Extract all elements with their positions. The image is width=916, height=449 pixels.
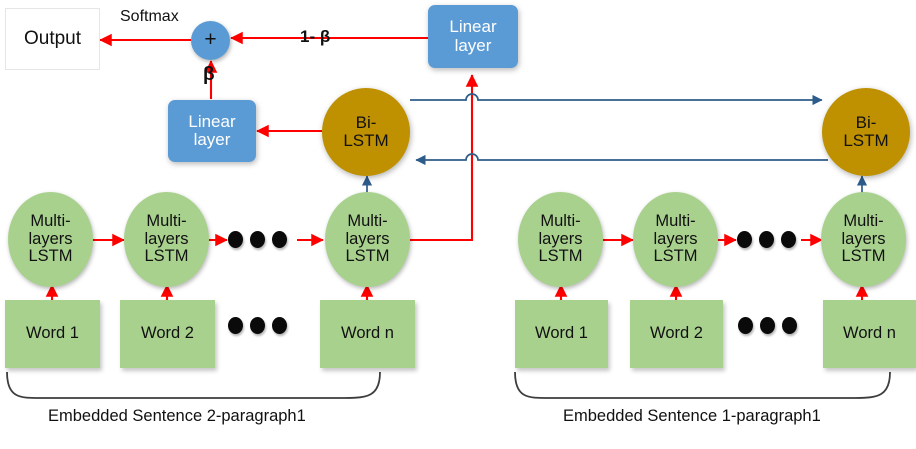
lstm-cell-left-2[interactable]: Multi- layers LSTM [124, 192, 209, 287]
linear-layer-left[interactable]: Linear layer [168, 100, 256, 162]
bilstm-left-line1: Bi- [355, 112, 377, 132]
lstm-cell-line2: layers [345, 229, 390, 248]
lstm-cell-line1: Multi- [30, 211, 71, 230]
ellipsis-dot [759, 231, 774, 248]
lstm-cell-line1: Multi- [655, 211, 696, 230]
ellipsis-dot [738, 317, 753, 334]
output-box: Output [5, 8, 100, 70]
linear-layer-top-line1: Linear [449, 17, 497, 37]
lstm-cell-left-1[interactable]: Multi- layers LSTM [8, 192, 93, 287]
word-box-right-2[interactable]: Word 2 [630, 300, 723, 368]
ellipsis-dot [782, 317, 797, 334]
ellipsis-dot [250, 317, 265, 334]
ellipsis-dot [760, 317, 775, 334]
lstm-ellipsis-left [228, 231, 287, 248]
ellipsis-dot [250, 231, 265, 248]
lstm-cell-line1: Multi- [146, 211, 187, 230]
lstm-cell-left-3[interactable]: Multi- layers LSTM [325, 192, 410, 287]
word-ellipsis-right [738, 317, 797, 334]
word-label: Word n [341, 324, 394, 343]
blue-arrows [361, 93, 868, 195]
word-ellipsis-left [228, 317, 287, 334]
output-label: Output [23, 27, 82, 49]
lstm-cell-right-1[interactable]: Multi- layers LSTM [518, 192, 603, 287]
word-box-left-1[interactable]: Word 1 [5, 300, 100, 368]
softmax-label: Softmax [120, 8, 179, 25]
lstm-cell-line2: layers [28, 229, 73, 248]
lstm-cell-line3: LSTM [538, 247, 583, 266]
ellipsis-dot [781, 231, 796, 248]
beta-label: β [203, 64, 215, 85]
ellipsis-dot [272, 231, 287, 248]
lstm-cell-right-3[interactable]: Multi- layers LSTM [821, 192, 906, 287]
ellipsis-dot [228, 231, 243, 248]
word-label: Word 1 [535, 324, 588, 343]
linear-layer-top[interactable]: Linear layer [428, 5, 518, 68]
lstm-cell-line3: LSTM [345, 247, 390, 266]
word-label: Word n [843, 324, 896, 343]
ellipsis-dot [228, 317, 243, 334]
lstm-cell-line2: layers [538, 229, 583, 248]
lstm-cell-line3: LSTM [841, 247, 886, 266]
lstm-cell-line1: Multi- [843, 211, 884, 230]
lstm-cell-line3: LSTM [144, 247, 189, 266]
lstm-cell-right-2[interactable]: Multi- layers LSTM [633, 192, 718, 287]
group-caption-left: Embedded Sentence 2-paragraph1 [48, 407, 306, 425]
word-label: Word 2 [650, 324, 703, 343]
bilstm-left-line2: LSTM [343, 131, 389, 150]
bilstm-right-line1: Bi- [855, 112, 877, 132]
lstm-cell-line2: layers [653, 229, 698, 248]
word-box-right-3[interactable]: Word n [823, 300, 916, 368]
lstm-cell-line2: layers [841, 229, 886, 248]
word-box-left-2[interactable]: Word 2 [120, 300, 215, 368]
word-box-left-3[interactable]: Word n [320, 300, 415, 368]
lstm-cell-line3: LSTM [653, 247, 698, 266]
group-caption-right: Embedded Sentence 1-paragraph1 [563, 407, 821, 425]
bilstm-right-line2: LSTM [843, 131, 889, 150]
lstm-ellipsis-right [737, 231, 796, 248]
group-braces [6, 371, 891, 399]
linear-layer-top-line2: layer [454, 35, 492, 55]
one-minus-beta-label: 1- β [300, 27, 331, 46]
lstm-cell-line3: LSTM [28, 247, 73, 266]
word-label: Word 2 [141, 324, 194, 343]
red-arrows [45, 31, 869, 300]
lstm-cell-line1: Multi- [540, 211, 581, 230]
lstm-cell-line1: Multi- [347, 211, 388, 230]
word-box-right-1[interactable]: Word 1 [515, 300, 608, 368]
linear-layer-left-line2: layer [193, 130, 231, 149]
linear-layer-left-line1: Linear [188, 111, 236, 131]
ellipsis-dot [737, 231, 752, 248]
ellipsis-dot [272, 317, 287, 334]
sum-node[interactable]: + [191, 21, 230, 60]
sum-node-label: + [204, 28, 217, 52]
bilstm-right[interactable]: Bi- LSTM [822, 88, 910, 176]
word-label: Word 1 [26, 324, 79, 343]
bilstm-left[interactable]: Bi- LSTM [322, 88, 410, 176]
lstm-cell-line2: layers [144, 229, 189, 248]
